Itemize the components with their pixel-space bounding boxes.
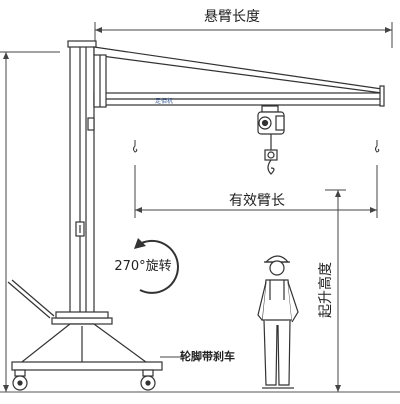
lift-height-label: 起升高度 [317, 262, 334, 318]
right-caster [140, 369, 156, 391]
arm-length-dimension [94, 22, 393, 48]
left-caster [12, 369, 28, 391]
beam-plate-text: 足佰机 [155, 97, 173, 105]
left-hook-marker [133, 140, 138, 153]
electric-hoist [257, 105, 285, 175]
arm-length-label: 悬臂长度 [204, 9, 260, 25]
lift-height-dimension [325, 189, 346, 392]
effective-arm-dimension [134, 165, 378, 218]
right-hook-marker [375, 140, 380, 153]
caster-label: 轮脚带刹车 [180, 349, 235, 363]
mobile-base [7, 279, 163, 371]
human-figure [257, 255, 299, 389]
rotation-label: 270°旋转 [114, 259, 171, 274]
effective-arm-label: 有效臂长 [229, 193, 285, 209]
overall-height-dimension [0, 51, 60, 392]
jib-arm [93, 46, 385, 108]
rotation-indicator [134, 238, 179, 294]
mast-column [69, 44, 95, 326]
mast-cap [67, 40, 97, 48]
